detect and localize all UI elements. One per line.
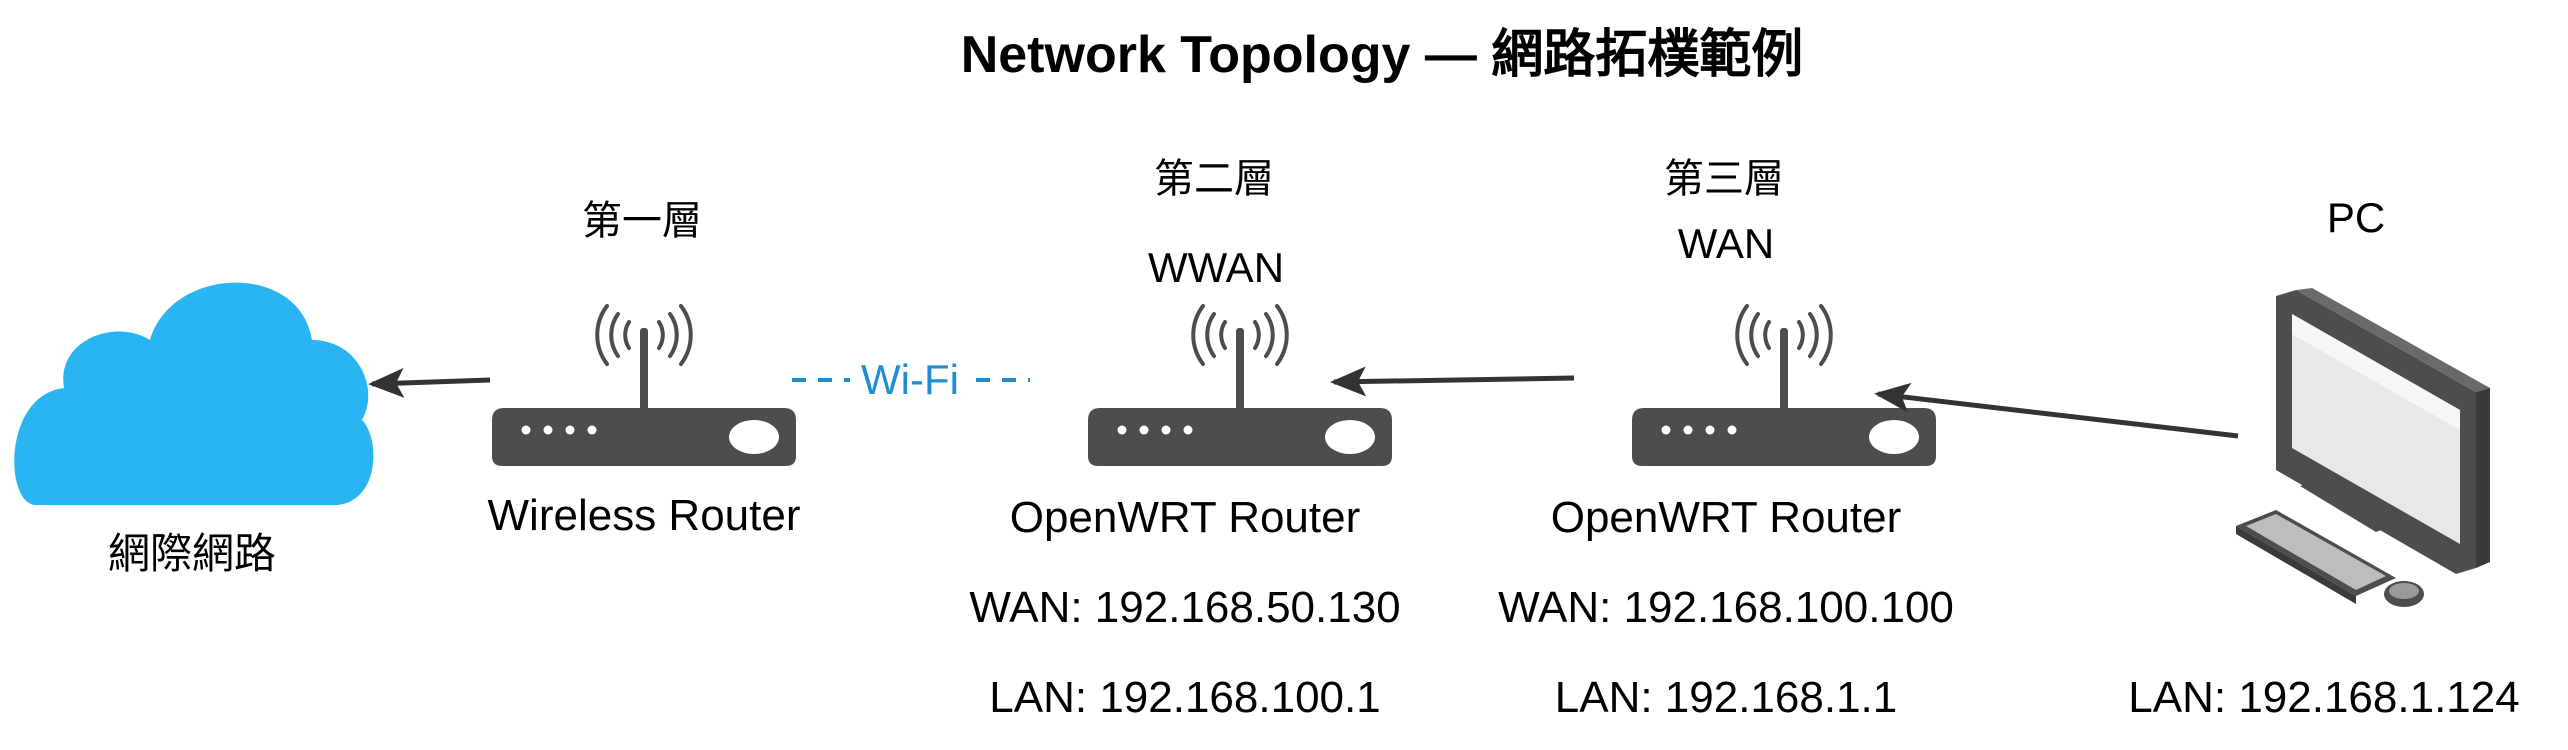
cloud-icon: [14, 282, 374, 505]
router1-layer-label: 第一層: [582, 199, 702, 243]
router2-layer-label: 第二層: [1154, 157, 1274, 201]
router3-name-label: OpenWRT Router: [1551, 493, 1902, 542]
pc-name-label: PC: [2327, 194, 2385, 241]
wireless-router-icon: [1086, 304, 1394, 468]
pc-lan-label: LAN: 192.168.1.124: [2128, 673, 2519, 722]
openwrt-router-3: [1630, 304, 1938, 468]
router2-wan-label: WAN: 192.168.50.130: [969, 583, 1400, 632]
router3-role-label: WAN: [1678, 220, 1774, 267]
link-router1-to-internet-arrow: [368, 367, 491, 398]
openwrt-router-2: [1086, 304, 1394, 468]
wireless-router-1: [490, 304, 798, 468]
router2-role-label: WWAN: [1148, 244, 1284, 291]
router3-layer-label: 第三層: [1664, 157, 1784, 201]
router2-lan-label: LAN: 192.168.100.1: [989, 673, 1380, 722]
link-pc-to-router3-arrow: [1874, 382, 2239, 439]
wireless-router-icon: [490, 304, 798, 468]
router3-lan-label: LAN: 192.168.1.1: [1555, 673, 1897, 722]
router3-wan-label: WAN: 192.168.100.100: [1498, 583, 1954, 632]
wireless-router-icon: [1630, 304, 1938, 468]
wifi-link-label: Wi-Fi: [861, 356, 959, 403]
link-router3-to-router2-arrow: [1330, 366, 1575, 397]
desktop-computer-icon: [2236, 288, 2490, 607]
router1-name-label: Wireless Router: [488, 491, 801, 540]
internet-label: 網際網路: [108, 530, 276, 577]
router2-name-label: OpenWRT Router: [1010, 493, 1361, 542]
page-title: Network Topology — 網路拓樸範例: [961, 26, 1804, 84]
